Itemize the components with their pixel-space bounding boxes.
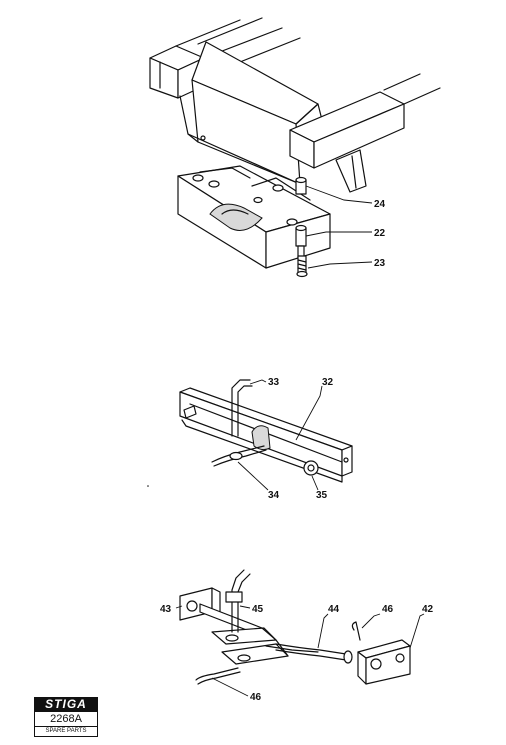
stiga-logo: STIGA (34, 697, 98, 712)
callout-23: 23 (374, 258, 386, 269)
frame-beam-right (289, 73, 441, 193)
clip-46-upper (351, 621, 361, 641)
callout-24: 24 (374, 199, 386, 210)
slot (251, 425, 271, 451)
bracket-43 (179, 587, 221, 621)
diagram-code: 2268A (34, 712, 98, 727)
bracket-block (177, 165, 331, 269)
callout-32: 32 (322, 377, 334, 388)
pin-33 (231, 379, 253, 437)
callout-45: 45 (252, 604, 264, 615)
figure-1-bracket-assembly: 24 22 23 (149, 17, 441, 278)
clip-46-lower (195, 667, 241, 685)
bolt-24 (295, 176, 307, 195)
rod-44 (275, 643, 353, 664)
bolt-23 (296, 255, 308, 278)
bracket-42 (357, 639, 411, 685)
arm-assembly (199, 603, 319, 665)
pin-45 (225, 569, 251, 633)
frame-rails-top (175, 17, 301, 63)
callout-22: 22 (374, 228, 386, 239)
stray-dot (147, 485, 149, 487)
callout-46-upper: 46 (382, 604, 394, 615)
brand-block: STIGA 2268A SPARE PARTS (34, 697, 98, 737)
callout-35: 35 (316, 490, 328, 501)
callout-33: 33 (268, 377, 280, 388)
callout-34: 34 (268, 490, 280, 501)
clip-34 (211, 445, 267, 467)
callout-42: 42 (422, 604, 434, 615)
callout-46-lower: 46 (250, 692, 262, 703)
callout-44: 44 (328, 604, 340, 615)
figure-3-linkage-assembly: 43 45 44 46 42 46 (160, 569, 434, 703)
spare-parts-label: SPARE PARTS (34, 727, 98, 737)
nut-35 (303, 460, 319, 476)
bolt-22 (295, 224, 307, 259)
callout-43: 43 (160, 604, 172, 615)
figure-2-channel-bar: 33 32 34 35 (147, 377, 353, 501)
mounting-plate (179, 41, 323, 185)
